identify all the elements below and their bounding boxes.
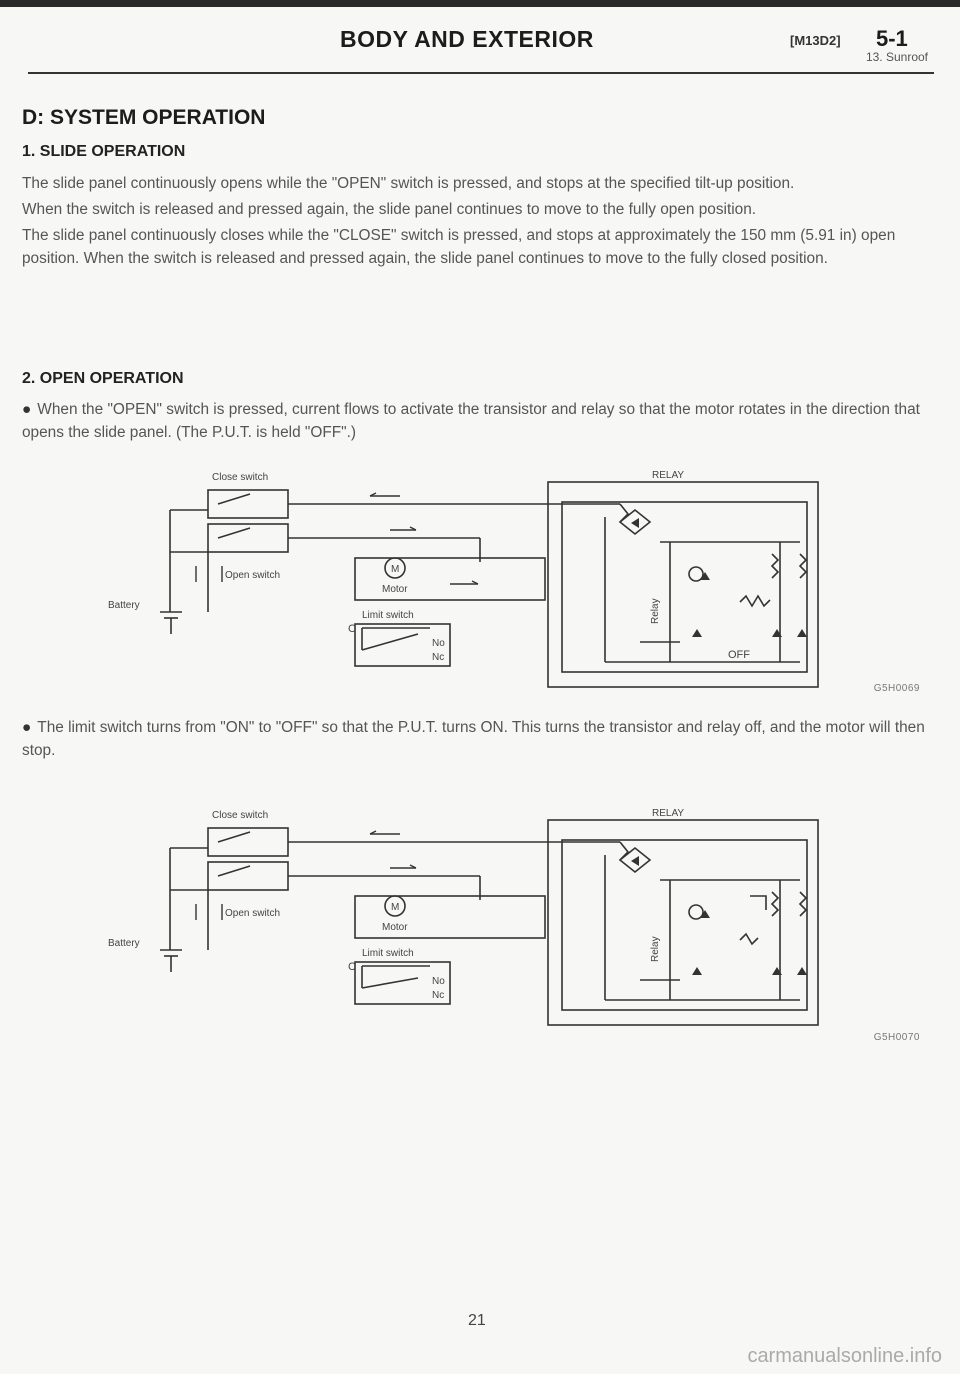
close-switch-label: Close switch bbox=[212, 472, 268, 483]
section-title-block: D: SYSTEM OPERATION bbox=[22, 106, 936, 130]
circuit-diagram-open: Close switch Open switch Battery M Motor… bbox=[108, 470, 819, 688]
bullet-dot-icon: ● bbox=[22, 401, 32, 418]
circuit-diagram-stop: Close switch Open switch Battery M Motor… bbox=[108, 808, 819, 1026]
open-switch-label: Open switch bbox=[225, 908, 280, 919]
motor-symbol: M bbox=[391, 564, 399, 575]
common-terminal-label: C bbox=[348, 623, 356, 635]
relay-box-label: RELAY bbox=[652, 470, 684, 481]
bullet-item: ●When the "OPEN" switch is pressed, curr… bbox=[22, 398, 936, 444]
header-title: BODY AND EXTERIOR bbox=[340, 26, 594, 52]
bullet-item: ●The limit switch turns from "ON" to "OF… bbox=[22, 716, 936, 762]
header-rule bbox=[28, 72, 934, 74]
open-operation-title: 2. OPEN OPERATION bbox=[22, 370, 184, 387]
paragraph: The slide panel continuously opens while… bbox=[22, 175, 795, 192]
motor-label: Motor bbox=[382, 922, 408, 933]
limit-switch-label: Limit switch bbox=[362, 948, 414, 959]
off-label: OFF bbox=[728, 649, 750, 661]
relay-coil-label: Relay bbox=[650, 936, 661, 962]
section-title: D: SYSTEM OPERATION bbox=[22, 106, 266, 129]
motor-symbol: M bbox=[391, 902, 399, 913]
nc-terminal-label: Nc bbox=[432, 990, 444, 1001]
relay-coil-label: Relay bbox=[650, 598, 661, 624]
header-code: [M13D2] bbox=[790, 33, 841, 48]
battery-label: Battery bbox=[108, 600, 140, 611]
bullet-text: When the "OPEN" switch is pressed, curre… bbox=[22, 401, 920, 441]
header-subtitle: 13. Sunroof bbox=[865, 50, 928, 64]
open-operation-block: 2. OPEN OPERATION ●When the "OPEN" switc… bbox=[22, 370, 936, 444]
battery-label: Battery bbox=[108, 938, 140, 949]
limit-switch-label: Limit switch bbox=[362, 610, 414, 621]
common-terminal-label: C bbox=[348, 961, 356, 973]
header-page: 5-1 bbox=[876, 26, 908, 51]
nc-terminal-label: Nc bbox=[432, 652, 444, 663]
bullet-text: The limit switch turns from "ON" to "OFF… bbox=[22, 719, 925, 759]
slide-operation-title: 1. SLIDE OPERATION bbox=[22, 143, 186, 160]
figure-code: G5H0069 bbox=[873, 683, 920, 694]
motor-label: Motor bbox=[382, 584, 408, 595]
no-terminal-label: No bbox=[432, 638, 445, 649]
paragraph: The slide panel continuously closes whil… bbox=[22, 227, 896, 267]
open-switch-label: Open switch bbox=[225, 570, 280, 581]
bullet-dot-icon: ● bbox=[22, 719, 32, 736]
relay-box-label: RELAY bbox=[652, 808, 684, 819]
limit-switch-bullet-block: ●The limit switch turns from "ON" to "OF… bbox=[22, 716, 936, 762]
page-number: 21 bbox=[468, 1312, 486, 1329]
paragraph: When the switch is released and pressed … bbox=[22, 201, 757, 218]
watermark: carmanualsonline.info bbox=[747, 1345, 942, 1367]
figure-code: G5H0070 bbox=[873, 1032, 920, 1043]
close-switch-label: Close switch bbox=[212, 810, 268, 821]
slide-operation-block: 1. SLIDE OPERATION The slide panel conti… bbox=[22, 143, 936, 270]
no-terminal-label: No bbox=[432, 976, 445, 987]
top-edge-bar bbox=[0, 0, 960, 7]
